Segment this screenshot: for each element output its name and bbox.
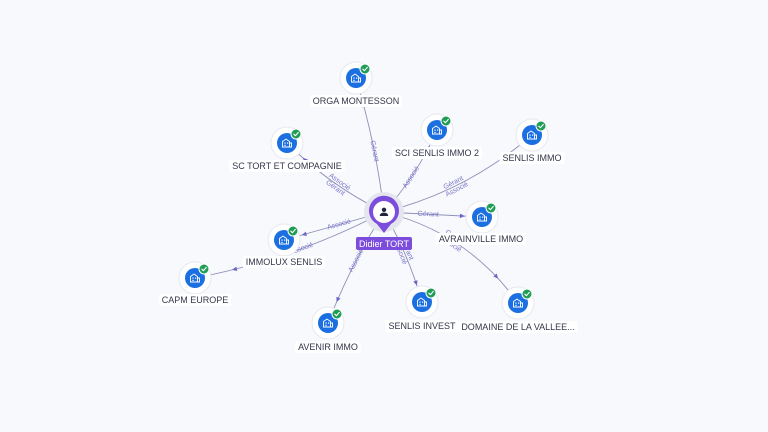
- node-label-box: [385, 320, 459, 332]
- verified-check-icon: [331, 308, 343, 320]
- company-node-sci-senlis-immo-2[interactable]: SCI SENLIS IMMO 2: [391, 113, 483, 159]
- person-label: Didier TORT: [355, 237, 413, 250]
- node-label-box: [435, 233, 527, 245]
- company-icon: [351, 73, 361, 83]
- verified-check-icon: [290, 128, 302, 140]
- node-label-text: AVENIR IMMO: [298, 342, 358, 352]
- verified-check-icon: [287, 225, 299, 237]
- node-label-box: [391, 147, 483, 159]
- verified-check-icon: [485, 202, 497, 214]
- verified-check-icon: [359, 63, 371, 75]
- edge-line: [383, 211, 519, 304]
- node-label: AVENIR IMMO: [295, 341, 361, 353]
- verified-check-icon: [521, 288, 533, 300]
- company-node-immolux-senlis[interactable]: IMMOLUX SENLIS: [242, 223, 326, 268]
- verified-check-icon: [440, 115, 452, 127]
- node-label: SENLIS IMMO: [499, 152, 565, 164]
- node-label: ORGA MONTESSON: [309, 95, 403, 107]
- node-label-box: [229, 160, 345, 172]
- edge-arrow: [459, 213, 465, 219]
- company-icon: [190, 273, 200, 283]
- node-label-text: DOMAINE DE LA VALLEE...: [461, 322, 574, 332]
- company-node-domaine-de-la-vallee[interactable]: DOMAINE DE LA VALLEE...: [458, 286, 578, 333]
- person-icon: [379, 207, 389, 216]
- node-label-box: [458, 321, 578, 333]
- edge-label: Associé: [348, 248, 365, 273]
- company-node-senlis-immo[interactable]: SENLIS IMMO: [499, 118, 565, 164]
- company-icon: [513, 298, 523, 308]
- edge-label: Associé: [402, 165, 421, 189]
- verified-check-icon: [425, 287, 437, 299]
- company-icon: [477, 212, 487, 222]
- company-icon: [432, 125, 442, 135]
- verified-check-icon: [535, 120, 547, 132]
- center-node[interactable]: Didier TORT: [355, 192, 413, 250]
- node-label-text: SCI SENLIS IMMO 2: [395, 148, 479, 158]
- node-label: CAPM EUROPE: [158, 294, 232, 306]
- node-label: DOMAINE DE LA VALLEE...: [458, 321, 578, 333]
- company-icon: [279, 235, 289, 245]
- node-label-text: SENLIS INVEST: [388, 321, 456, 331]
- node-label: SC TORT ET COMPAGNIE: [229, 160, 345, 172]
- node-label-box: [499, 152, 565, 164]
- node-label-text: AVRAINVILLE IMMO: [439, 234, 523, 244]
- node-label-text: SC TORT ET COMPAGNIE: [232, 161, 342, 171]
- node-label-box: [242, 256, 326, 268]
- node-label-box: [158, 294, 232, 306]
- company-node-avenir-immo[interactable]: AVENIR IMMO: [295, 306, 361, 353]
- person-label-box: [355, 237, 413, 250]
- edge-arrow: [301, 231, 308, 236]
- node-label: SENLIS INVEST: [385, 320, 459, 332]
- nodes-layer: ORGA MONTESSON SC TORT ET COMPAGNIE SCI SE…: [158, 61, 578, 353]
- node-label-box: [309, 95, 403, 107]
- node-label: SCI SENLIS IMMO 2: [391, 147, 483, 159]
- company-node-sc-tort-et-compagnie[interactable]: SC TORT ET COMPAGNIE: [229, 126, 345, 172]
- company-icon: [323, 318, 333, 328]
- node-label: AVRAINVILLE IMMO: [435, 233, 527, 245]
- company-node-senlis-invest[interactable]: SENLIS INVEST: [385, 285, 459, 332]
- node-label: IMMOLUX SENLIS: [242, 256, 326, 268]
- edge-line: [383, 134, 533, 213]
- company-icon: [527, 130, 537, 140]
- company-icon: [417, 297, 427, 307]
- edge-arrow: [231, 266, 238, 271]
- edge-arrow: [493, 273, 499, 279]
- edge-label: Gérant: [417, 211, 439, 219]
- company-node-avrainville-immo[interactable]: AVRAINVILLE IMMO: [435, 200, 527, 245]
- edge-label: Gérant: [368, 140, 379, 162]
- verified-check-icon: [198, 263, 210, 275]
- person-label-text: Didier TORT: [359, 239, 410, 249]
- node-label-text: ORGA MONTESSON: [313, 96, 400, 106]
- company-node-orga-montesson[interactable]: ORGA MONTESSON: [309, 61, 403, 107]
- edge-arrow: [413, 280, 418, 286]
- node-label-box: [295, 341, 361, 353]
- node-label-text: SENLIS IMMO: [502, 153, 561, 163]
- company-node-capm-europe[interactable]: CAPM EUROPE: [158, 261, 232, 306]
- company-icon: [282, 138, 292, 148]
- node-label-text: CAPM EUROPE: [162, 295, 229, 305]
- node-label-text: IMMOLUX SENLIS: [246, 257, 323, 267]
- edge-arrow: [336, 296, 341, 303]
